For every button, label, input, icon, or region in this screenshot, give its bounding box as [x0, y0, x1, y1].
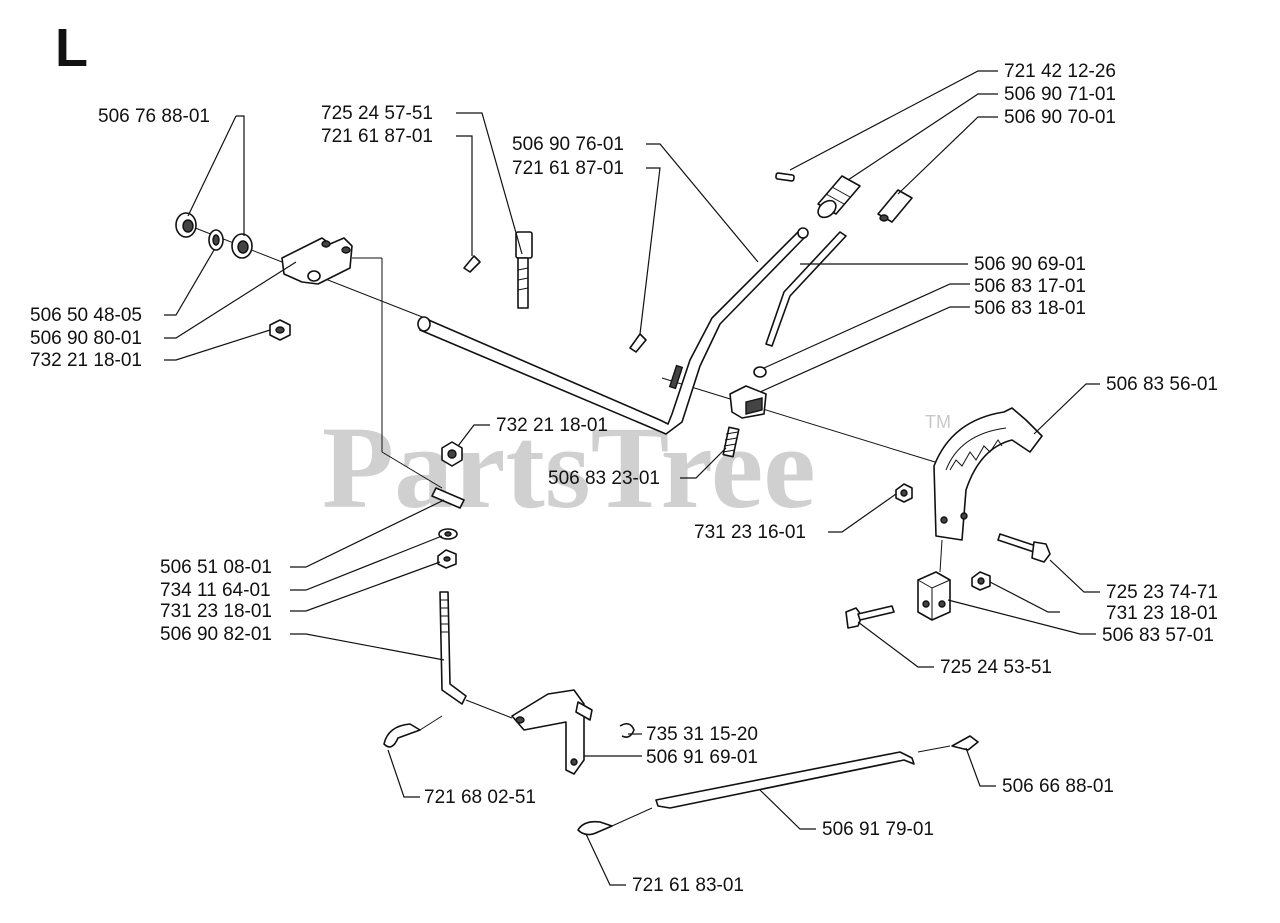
watermark: PartsTree [322, 402, 816, 533]
part-label: 732 21 18-01 [496, 415, 608, 436]
washer-left [208, 229, 224, 251]
axis-line [661, 377, 936, 463]
washer-734-11-64-01 [438, 528, 458, 540]
lift-shaft [417, 227, 809, 435]
cotter-pin-2 [629, 333, 647, 353]
bolt-725-24-57-51 [515, 231, 533, 309]
clip-506-66-88-01 [951, 735, 979, 751]
part-label: 506 83 18-01 [974, 298, 1086, 319]
part-labels: 506 76 88-01 725 24 57-51 721 61 87-01 5… [30, 61, 1218, 896]
axis-line [419, 715, 443, 731]
part-label: 506 83 56-01 [1106, 374, 1218, 395]
part-label: 506 66 88-01 [1002, 776, 1114, 797]
part-label: 506 90 82-01 [160, 624, 272, 645]
part-label: 506 91 79-01 [822, 819, 934, 840]
nut-left [269, 319, 291, 341]
nut-732-21-18-01-center [441, 441, 463, 467]
bolt-725-23-74-71 [997, 533, 1051, 563]
part-label: 725 23 74-71 [1106, 582, 1218, 603]
rod-506-90-69-01 [765, 231, 847, 347]
axis-line [381, 451, 443, 489]
cotter-pin-1 [463, 255, 481, 273]
part-label: 732 21 18-01 [30, 350, 142, 371]
part-label: 506 90 70-01 [1004, 107, 1116, 128]
hairpin-721-68-02-51 [383, 723, 421, 748]
grip-506-90-70-01 [877, 189, 913, 223]
axis-line [465, 699, 513, 719]
part-label: 506 83 17-01 [974, 276, 1086, 297]
trademark-mark: TM [925, 412, 951, 432]
spring [722, 426, 740, 458]
part-label: 506 50 48-05 [30, 305, 142, 326]
pin-506-83-17-01 [753, 366, 767, 378]
part-label: 731 23 16-01 [694, 522, 806, 543]
part-label: 506 83 57-01 [1102, 625, 1214, 646]
bell-crank [511, 689, 593, 775]
part-label: 506 91 69-01 [646, 747, 758, 768]
part-label: 721 42 12-26 [1004, 61, 1116, 82]
part-label: 734 11 64-01 [160, 580, 271, 601]
part-label: 721 61 87-01 [321, 126, 433, 147]
part-label: 725 24 57-51 [321, 103, 433, 124]
pivot-bracket [281, 237, 353, 285]
parts-drawing [175, 172, 1051, 836]
part-label: 735 31 15-20 [646, 724, 758, 745]
sector-gear [933, 407, 1043, 541]
part-label: 506 90 69-01 [974, 254, 1086, 275]
rod-506-90-82-01 [439, 591, 467, 705]
axis-line [611, 807, 653, 827]
nut-731-23-18-01-center [437, 549, 457, 569]
part-label: 721 61 87-01 [512, 158, 624, 179]
bushing-left [175, 212, 197, 238]
block-506-83-18-01 [729, 385, 767, 419]
part-label: 506 83 23-01 [548, 468, 660, 489]
block-506-83-57-01 [917, 539, 951, 621]
leader-lines [164, 70, 1100, 886]
clip-721-61-83-01 [577, 820, 613, 836]
bushing-right [231, 233, 253, 259]
pin-721-42-12-26 [775, 172, 795, 182]
part-label: 506 90 76-01 [512, 134, 624, 155]
ring-735-31-15-20 [619, 722, 635, 738]
pin-506-51-08-01 [431, 487, 465, 509]
part-label: 721 61 83-01 [632, 875, 744, 896]
part-label: 506 51 08-01 [160, 557, 272, 578]
part-label: 506 76 88-01 [98, 106, 210, 127]
part-label: 731 23 18-01 [1106, 603, 1218, 624]
axis-line [917, 745, 951, 753]
nut-731-23-16-01 [895, 483, 913, 503]
part-label: 721 68 02-51 [424, 787, 536, 808]
part-label: 731 23 18-01 [160, 601, 272, 622]
part-label: 725 24 53-51 [940, 657, 1052, 678]
section-letter: L [55, 18, 88, 78]
rod-506-91-79-01 [655, 751, 915, 809]
bolt-725-24-53-51 [845, 605, 895, 629]
nut-731-23-18-01-right [971, 571, 991, 591]
part-label: 506 90 71-01 [1004, 84, 1116, 105]
part-label: 506 90 80-01 [30, 328, 142, 349]
grip-506-90-71-01 [817, 175, 861, 219]
